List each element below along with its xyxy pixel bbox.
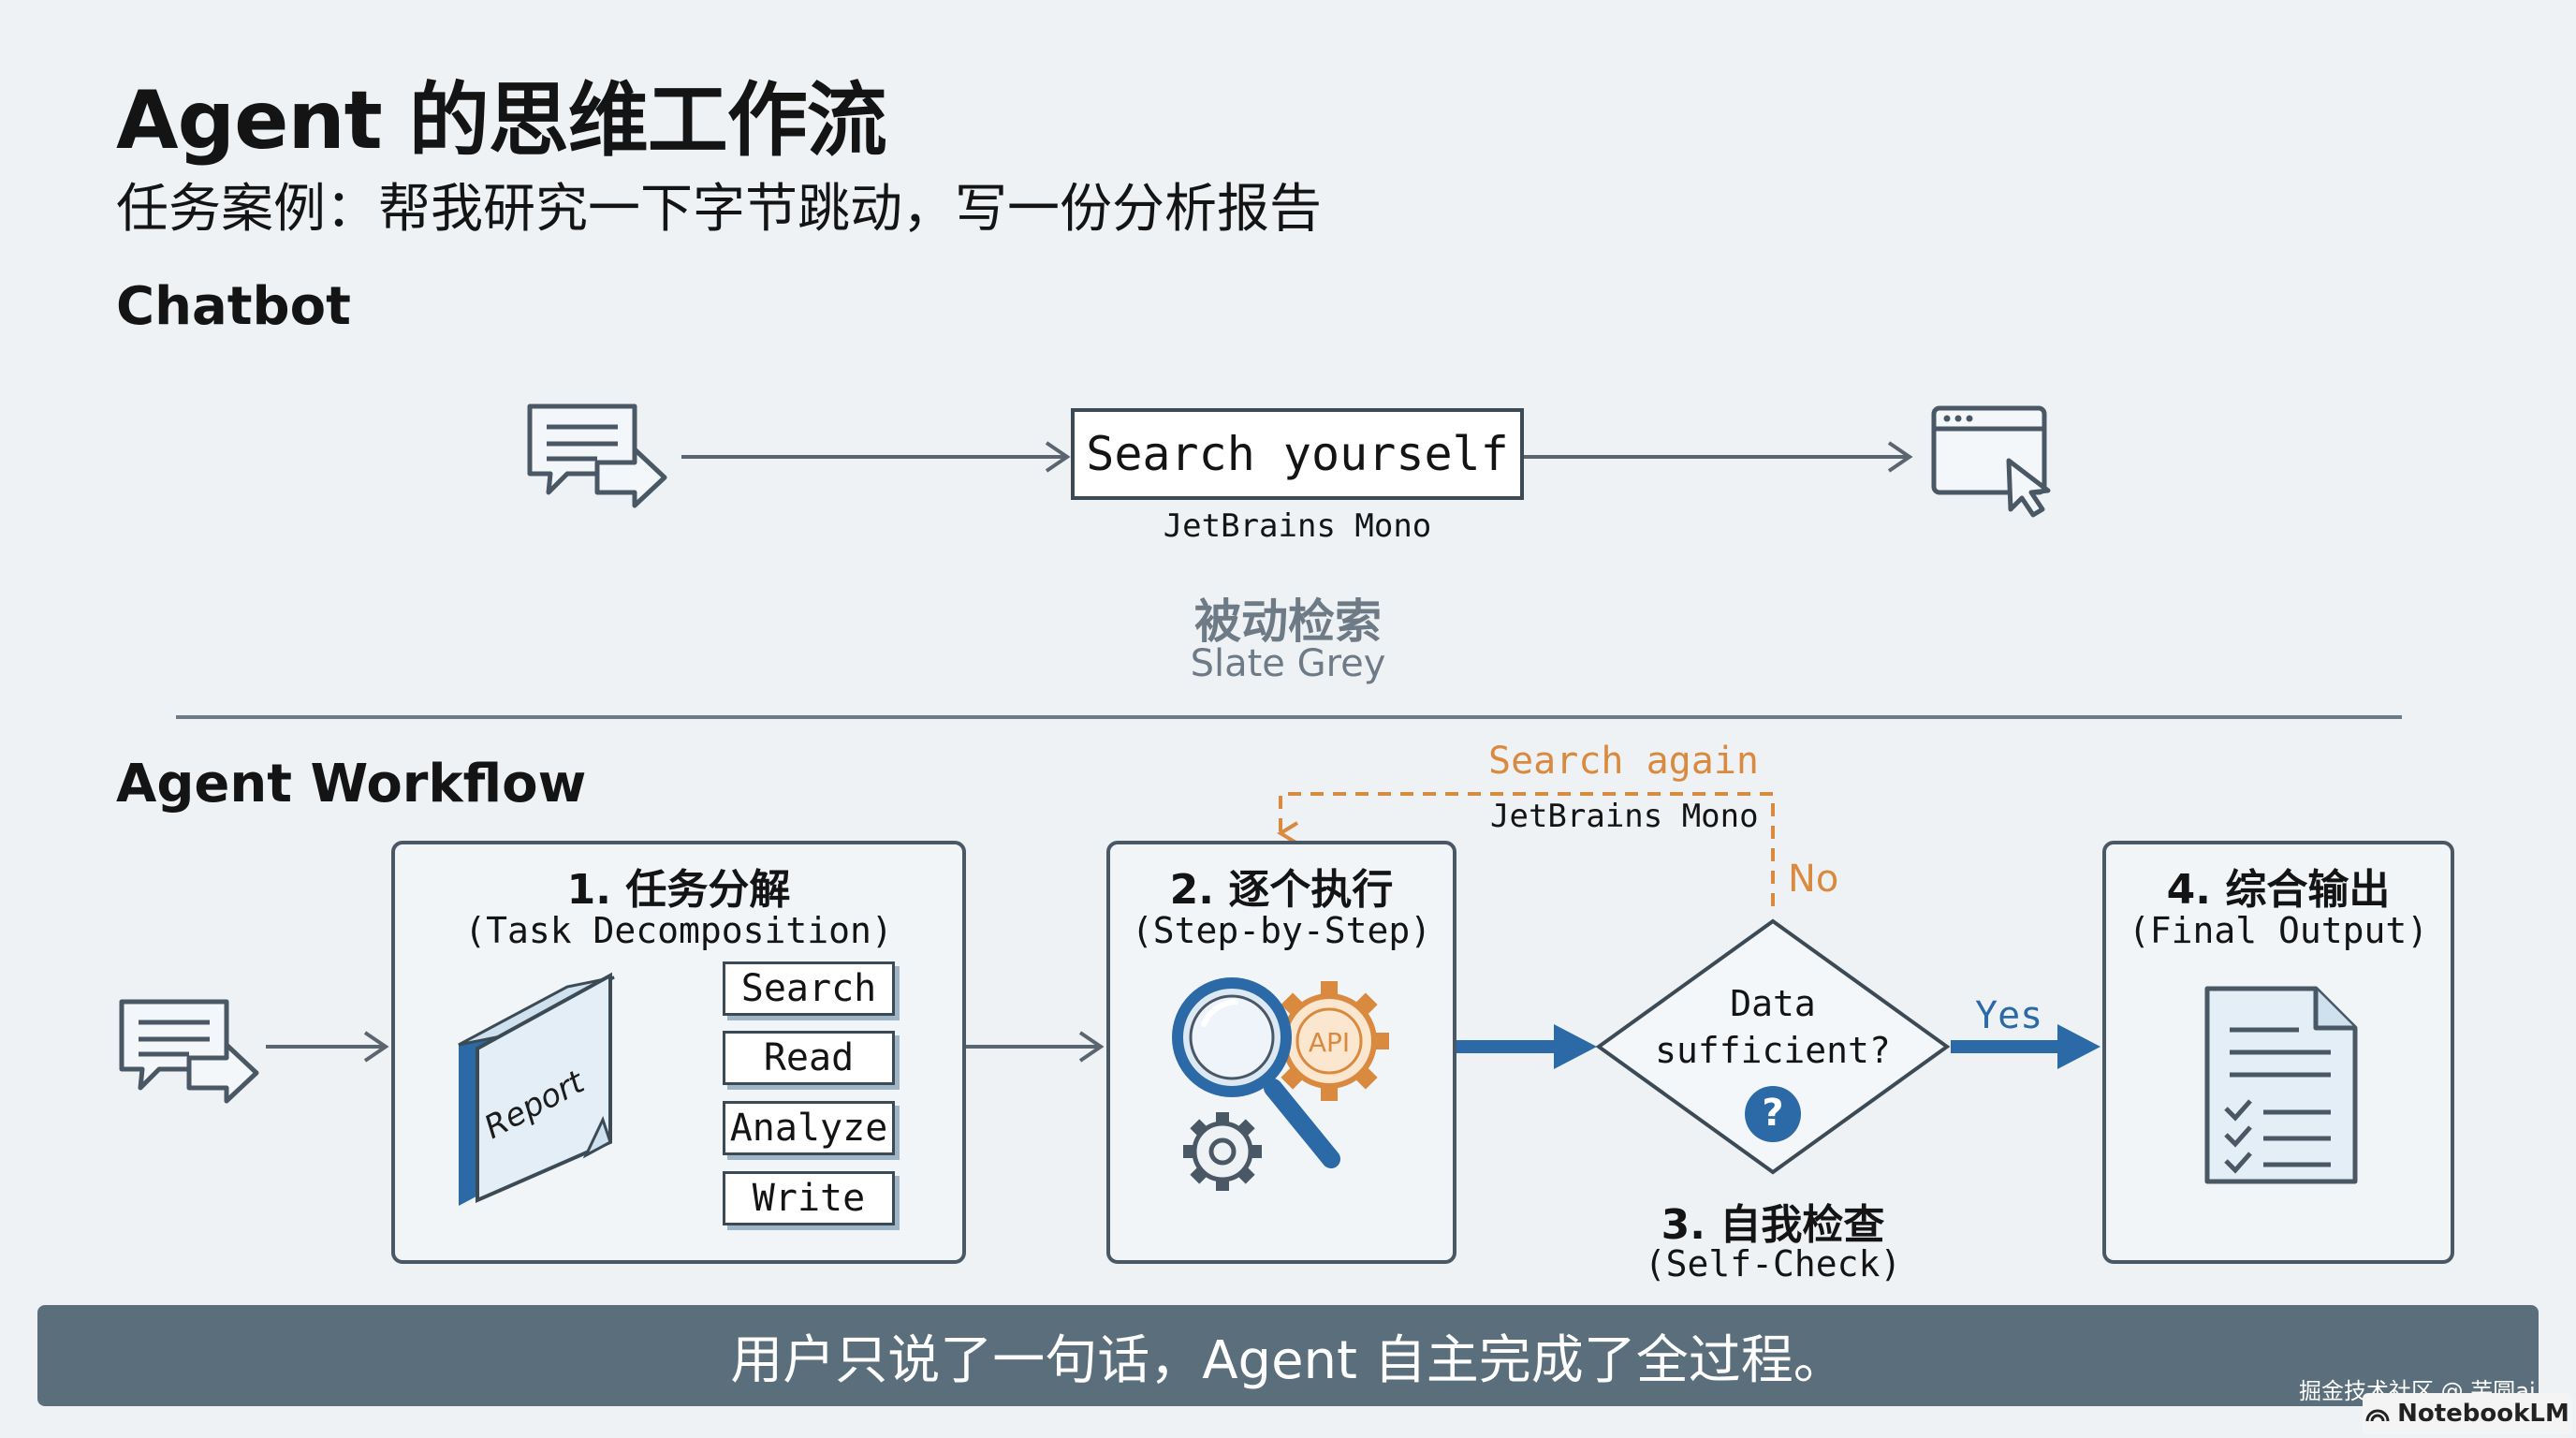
yes-label: Yes: [1975, 994, 2043, 1037]
subtask-analyze: Analyze: [723, 1101, 895, 1155]
search-gear-api-icon: API: [1172, 977, 1389, 1191]
caption-text: 用户只说了一句话，Agent 自主完成了全过程。: [730, 1329, 1846, 1391]
decision-line1: Data: [1730, 983, 1816, 1024]
loop-font-note: JetBrains Mono: [1490, 798, 1759, 835]
checklist-document-icon: [2204, 986, 2358, 1184]
search-yourself-box: Search yourself: [1071, 408, 1524, 500]
search-again-label: Search again: [1488, 740, 1759, 783]
caption-bar: 用户只说了一句话，Agent 自主完成了全过程。: [37, 1305, 2539, 1406]
notebooklm-badge: NotebookLM: [2363, 1393, 2572, 1434]
browser-cursor-icon: [1931, 405, 2051, 518]
no-label: No: [1788, 858, 1839, 901]
subtask-write: Write: [723, 1171, 895, 1225]
chatbot-font-note: JetBrains Mono: [1163, 507, 1432, 545]
decision-diamond: [1595, 918, 1951, 1175]
step4-title: 4. 综合输出: [2166, 866, 2391, 914]
slate-grey-note: Slate Grey: [1190, 642, 1386, 685]
agent-section-label: Agent Workflow: [116, 754, 587, 814]
step1-subtitle: (Task Decomposition): [464, 910, 893, 951]
user-chat-icon: [119, 999, 259, 1104]
search-again-loop: [1277, 792, 1775, 906]
passive-search-label: 被动检索: [1194, 594, 1382, 649]
chatbot-section-label: Chatbot: [116, 276, 351, 337]
subtask-read: Read: [723, 1031, 895, 1085]
step3-subtitle: (Self-Check): [1644, 1243, 1902, 1284]
notebooklm-logo-icon: [2365, 1409, 2390, 1422]
chat-bubble-icon: [527, 404, 667, 508]
api-gear-label: API: [1309, 1027, 1350, 1058]
step2-subtitle: (Step-by-Step): [1131, 910, 1432, 951]
report-book-icon: Report: [458, 972, 615, 1206]
question-circle: [1745, 1086, 1801, 1142]
question-mark: ?: [1762, 1092, 1784, 1135]
agent-arrow-2-3-head: [1554, 1024, 1597, 1069]
notebooklm-label: NotebookLM: [2397, 1400, 2569, 1428]
step4-subtitle: (Final Output): [2128, 910, 2429, 951]
page-title: Agent 的思维工作流: [116, 74, 887, 168]
step1-title: 1. 任务分解: [566, 866, 791, 914]
agent-arrow-3-4-head: [2057, 1024, 2100, 1069]
subtask-search: Search: [723, 961, 895, 1016]
step2-title: 2. 逐个执行: [1169, 866, 1394, 914]
decision-line2: sufficient?: [1655, 1030, 1891, 1071]
step3-title: 3. 自我检查: [1661, 1201, 1885, 1249]
page-subtitle: 任务案例：帮我研究一下字节跳动，写一份分析报告: [116, 179, 1322, 240]
